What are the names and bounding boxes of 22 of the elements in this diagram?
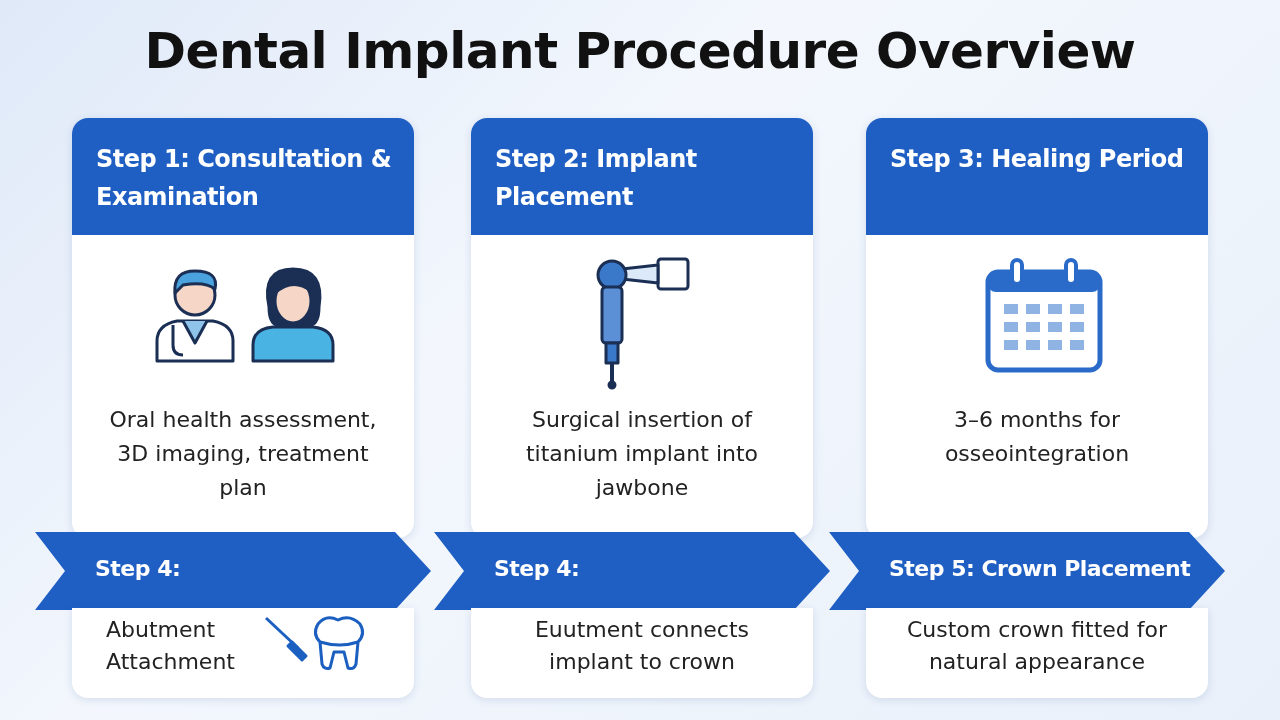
diagram-title: Dental Implant Procedure Overview: [144, 22, 1136, 80]
step-banner: [829, 532, 1225, 610]
banner-label: Step 4:: [95, 556, 181, 581]
step-detail-box: [471, 608, 813, 698]
step-description: Oral health assessment, 3D imaging, treatment plan: [108, 406, 378, 502]
step-banner: [35, 532, 431, 610]
step-detail-text: Abutment Attachment: [106, 616, 236, 676]
step-detail-box: [866, 608, 1208, 698]
step-detail-text: Custom crown fitted for natural appearance: [905, 616, 1169, 676]
step-detail-box: [72, 608, 414, 698]
step-description: Surgical insertion of titanium implant into jawbone: [524, 406, 760, 502]
step-detail-text: Euutment connects implant to crown: [533, 616, 751, 676]
step-heading: Step 1: Consultation & Examination: [72, 118, 414, 235]
step-card: [72, 118, 414, 538]
step-heading: Step 3: Healing Period: [866, 118, 1208, 235]
step-description: 3–6 months for osseointegration: [943, 406, 1131, 468]
step-banner: [434, 532, 830, 610]
step-heading: Step 2: Implant Placement: [471, 118, 813, 235]
step-card: [866, 118, 1208, 538]
banner-label: Step 5: Crown Placement: [889, 556, 1191, 581]
step-card: [471, 118, 813, 538]
banner-label: Step 4:: [494, 556, 580, 581]
